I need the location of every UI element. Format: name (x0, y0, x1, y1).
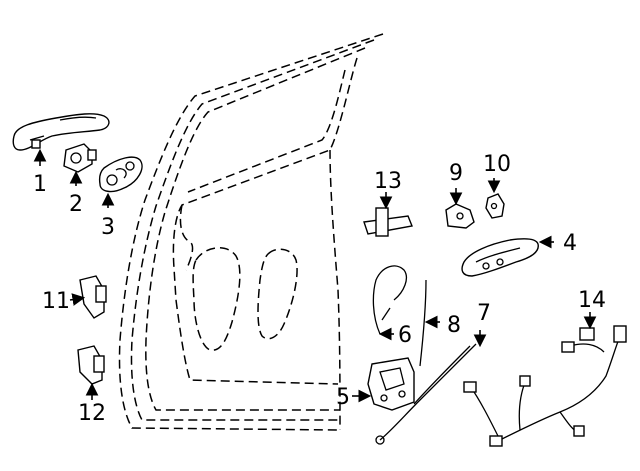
callout-14: 14 (578, 288, 606, 313)
callout-1: 1 (33, 172, 47, 197)
lock-cylinder-part (63, 143, 97, 173)
striker-shim-part (485, 193, 505, 219)
callout-6: 6 (398, 323, 412, 348)
callout-12: 12 (78, 401, 106, 426)
actuator-rod-part (419, 279, 427, 367)
callout-3: 3 (101, 215, 115, 240)
callout-13: 13 (374, 169, 402, 194)
callout-9: 9 (449, 161, 463, 186)
upper-hinge-part (79, 275, 107, 319)
leader-lines (33, 148, 597, 403)
door-latch-part (367, 357, 415, 411)
wiring-harness-part (463, 325, 627, 447)
inside-handle-part (461, 238, 539, 277)
handle-bracket-part (98, 156, 143, 193)
door-outline (118, 33, 384, 431)
outside-handle-part (12, 113, 110, 151)
callout-5: 5 (336, 385, 350, 410)
lower-hinge-part (77, 345, 105, 385)
callout-10: 10 (483, 152, 511, 177)
callout-11: 11 (42, 289, 70, 314)
release-cable-part (375, 343, 477, 445)
callout-8: 8 (447, 313, 461, 338)
lock-rod-cable-part (372, 265, 408, 335)
door-check-part (363, 207, 413, 237)
callout-4: 4 (563, 231, 577, 256)
striker-part (445, 203, 475, 229)
callout-2: 2 (69, 192, 83, 217)
callout-7: 7 (477, 301, 491, 326)
